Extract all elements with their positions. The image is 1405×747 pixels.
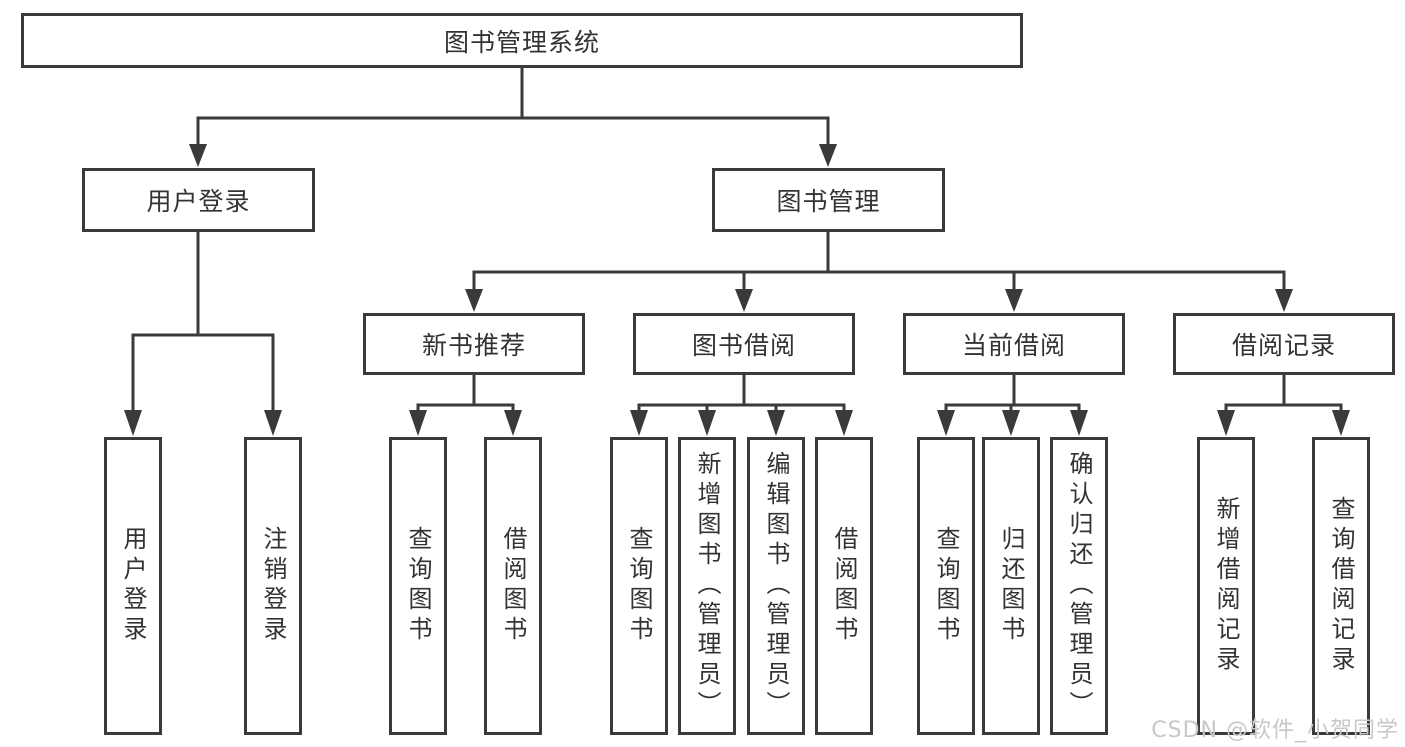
node-label: 新书推荐 <box>421 331 526 360</box>
connector-user-login-split <box>131 230 275 415</box>
node-book-borrow: 图书借阅 <box>633 313 855 375</box>
leaf-add-borrow-record: 新增借阅记录 <box>1197 437 1255 735</box>
leaf-borrow-books-borrow: 借阅图书 <box>815 437 873 735</box>
node-label: 图书管理 <box>776 187 881 216</box>
leaf-confirm-return-admin: 确认归还（管理员） <box>1050 437 1108 735</box>
node-new-book-recommend: 新书推荐 <box>363 313 585 375</box>
node-label: 当前借阅 <box>961 331 1066 360</box>
node-library-management-system: 图书管理系统 <box>21 13 1023 68</box>
leaf-add-book-admin: 新增图书（管理员） <box>678 437 736 735</box>
leaf-label: 用户登录 <box>119 526 147 646</box>
leaf-label: 新增借阅记录 <box>1212 496 1240 676</box>
leaf-label: 归还图书 <box>997 526 1025 646</box>
leaf-logout: 注销登录 <box>244 437 302 735</box>
node-borrow-records: 借阅记录 <box>1173 313 1395 375</box>
connector-root-split <box>196 66 830 148</box>
connector-current-borrow-split <box>944 373 1081 415</box>
csdn-watermark: CSDN @软件_小贺同学 <box>1151 718 1399 743</box>
connector-new-book-split <box>416 373 515 415</box>
node-current-borrow: 当前借阅 <box>903 313 1125 375</box>
node-label: 图书借阅 <box>691 331 796 360</box>
leaf-query-books-borrow: 查询图书 <box>610 437 668 735</box>
leaf-label: 查询图书 <box>625 526 653 646</box>
node-label: 借阅记录 <box>1231 331 1336 360</box>
leaf-borrow-books-recommend: 借阅图书 <box>484 437 542 735</box>
leaf-query-books-recommend: 查询图书 <box>389 437 447 735</box>
connector-book-borrow-split <box>637 373 846 415</box>
node-user-login: 用户登录 <box>82 168 315 232</box>
leaf-label: 借阅图书 <box>499 526 527 646</box>
leaf-label: 查询图书 <box>932 526 960 646</box>
leaf-label: 确认归还（管理员） <box>1065 451 1093 721</box>
leaf-query-borrow-record: 查询借阅记录 <box>1312 437 1370 735</box>
leaf-label: 编辑图书（管理员） <box>762 451 790 721</box>
leaf-edit-book-admin: 编辑图书（管理员） <box>747 437 805 735</box>
leaf-label: 注销登录 <box>259 526 287 646</box>
connector-borrow-records-split <box>1224 373 1343 415</box>
leaf-label: 查询借阅记录 <box>1327 496 1355 676</box>
leaf-query-books-current: 查询图书 <box>917 437 975 735</box>
node-book-management: 图书管理 <box>712 168 945 232</box>
connector-book-mgmt-split <box>472 230 1286 293</box>
leaf-user-login: 用户登录 <box>104 437 162 735</box>
node-label: 用户登录 <box>146 187 251 216</box>
leaf-return-book: 归还图书 <box>982 437 1040 735</box>
leaf-label: 查询图书 <box>404 526 432 646</box>
node-label: 图书管理系统 <box>443 27 600 57</box>
leaf-label: 借阅图书 <box>830 526 858 646</box>
leaf-label: 新增图书（管理员） <box>693 451 721 721</box>
